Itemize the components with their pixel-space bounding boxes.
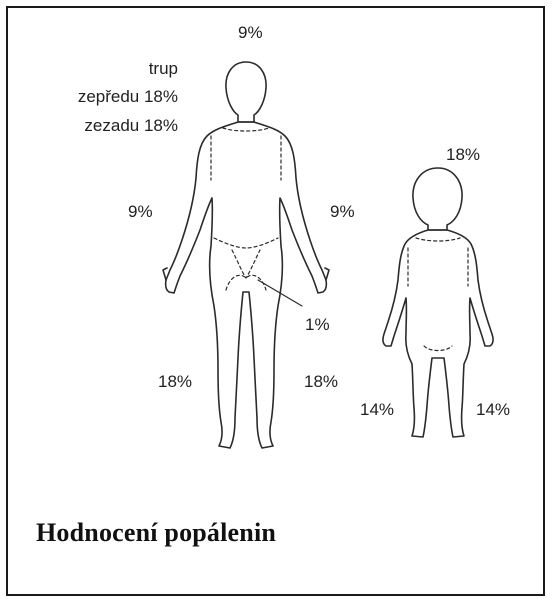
- child-head: [413, 168, 462, 230]
- trunk-title-label: trup: [130, 60, 178, 77]
- adult-body-outline: [166, 122, 327, 448]
- adult-head: [226, 62, 266, 122]
- figure-caption: Hodnocení popálenin: [36, 518, 276, 548]
- child-right-leg-label: 14%: [476, 401, 510, 418]
- adult-left-leg-label: 18%: [158, 373, 192, 390]
- adult-head-label: 9%: [238, 24, 263, 41]
- adult-right-leg-label: 18%: [304, 373, 338, 390]
- child-head-label: 18%: [446, 146, 480, 163]
- trunk-back-label: zezadu 18%: [30, 117, 178, 134]
- child-left-leg-label: 14%: [360, 401, 394, 418]
- adult-right-arm-label: 9%: [330, 203, 355, 220]
- perineum-label: 1%: [305, 316, 330, 333]
- child-figure: [383, 168, 493, 437]
- adult-left-arm-label: 9%: [128, 203, 153, 220]
- trunk-front-label: zepředu 18%: [30, 88, 178, 105]
